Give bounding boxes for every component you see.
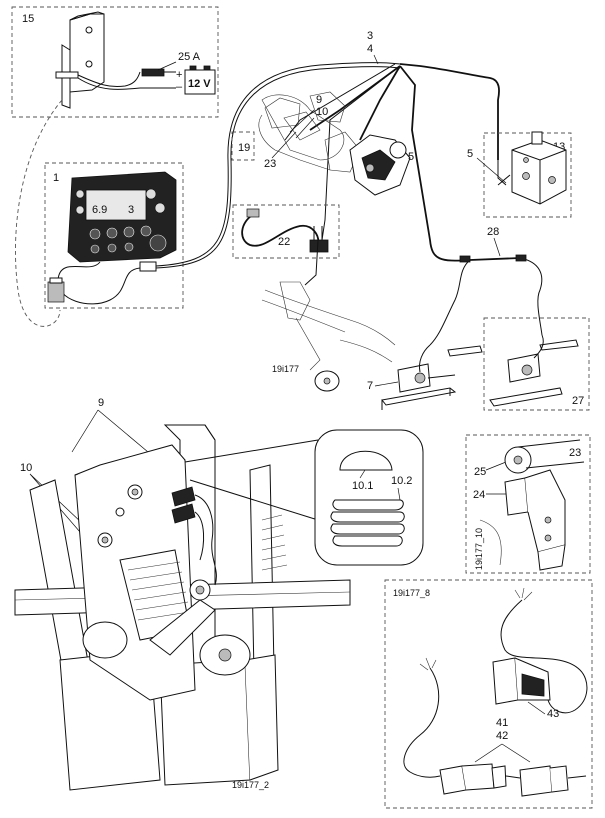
callout-4: 4 [367, 43, 373, 55]
menu-button-mid [154, 202, 166, 214]
fuse-label: 25 A [178, 51, 201, 63]
ref-19i177-2: 19i177_2 [232, 780, 269, 790]
callout-23-right: 23 [569, 447, 581, 459]
coulter-assembly [261, 239, 396, 392]
display-right-value: 3 [128, 204, 134, 216]
connector-plug [139, 261, 157, 272]
mounting-bracket [55, 11, 105, 109]
display-left-value: 6.9 [92, 204, 107, 216]
callout-3: 3 [367, 30, 373, 42]
main-harness [155, 62, 543, 346]
key-1 [89, 228, 101, 240]
cable-to-sensor-7 [429, 259, 471, 346]
callout-10-2: 10.2 [391, 475, 412, 487]
sensor-box-22: 22 [232, 204, 340, 259]
key-4 [140, 225, 152, 237]
cable-to-sensor-22 [321, 65, 401, 241]
inset-frame-15 [11, 6, 219, 118]
callout-5-left: 5 [408, 151, 414, 163]
callout-41: 41 [496, 717, 508, 729]
cable-to-valve [399, 63, 500, 160]
marker-sensor-7: 7 [367, 344, 483, 410]
ref-19i177: 19i177 [272, 364, 299, 374]
hydraulic-valve-5-left [349, 134, 411, 196]
callout-9-bottom: 9 [98, 397, 104, 409]
callout-10-1: 10.1 [352, 480, 373, 492]
left-button-bottom [75, 205, 85, 215]
callout-15: 15 [22, 13, 34, 25]
inset-frame-19 [231, 131, 255, 161]
control-unit-cable [57, 261, 141, 305]
connector-box-41-43: 19i177_8 43 41 42 [384, 579, 593, 809]
callout-19: 19 [238, 142, 250, 154]
control-unit: 6.9 3 [67, 171, 177, 263]
ref-19i177-8: 19i177_8 [393, 588, 430, 598]
dial-knob [149, 234, 167, 252]
callout-43: 43 [547, 708, 559, 720]
ref-19i177-10: 19i177_10 [474, 528, 484, 570]
battery-voltage: 12 V [188, 78, 211, 90]
minus-sign: – [176, 81, 183, 93]
cable-branch-28 [399, 65, 521, 262]
callout-10-bottom: 10 [20, 462, 32, 474]
callout-24: 24 [473, 489, 485, 501]
key-3 [123, 226, 135, 238]
callout-25: 25 [474, 466, 486, 478]
callout-23-top: 23 [264, 158, 276, 170]
cable-valve-end [497, 160, 507, 186]
cable-to-junction [155, 62, 401, 267]
battery-cable-negative [77, 77, 141, 90]
inset-frame-1 [44, 162, 184, 309]
key-2 [106, 227, 118, 239]
battery-connection-box: 15 25 A + – 12 V [11, 6, 219, 118]
dashed-power-loop [15, 99, 63, 327]
lower-hitch-structure [14, 424, 351, 791]
callout-1: 1 [53, 172, 59, 184]
callout-9-top: 9 [316, 94, 322, 106]
callout-10-top: 10 [316, 106, 328, 118]
fuse-holder [141, 68, 176, 77]
detail-bellows: 10.1 10.2 [184, 429, 424, 566]
inset-frame-25 [465, 434, 591, 574]
cable-to-sensor-27 [519, 257, 543, 336]
left-button-top [75, 189, 85, 199]
valve-box-13: 13 5 [467, 131, 572, 218]
control-unit-box: 1 6.9 3 [44, 162, 184, 309]
callout-42: 42 [496, 730, 508, 742]
plus-sign: + [176, 69, 182, 81]
callout-7: 7 [367, 380, 373, 392]
sensor-box-24-25: 25 23 24 19i177_10 [465, 434, 591, 574]
callout-28: 28 [487, 226, 499, 238]
menu-button-top [145, 188, 157, 200]
cable-to-valve-5 [359, 65, 401, 141]
inset-frame-41 [384, 579, 593, 809]
marker-sensor-box-27: 27 [483, 317, 590, 411]
inset-frame-27 [483, 317, 590, 411]
cable-to-sensor-9 [309, 65, 401, 131]
inset-frame-22 [232, 204, 340, 259]
callout-22: 22 [278, 236, 290, 248]
battery-icon: 12 V [184, 65, 216, 95]
power-plug [47, 277, 65, 303]
callout-5-right: 5 [467, 148, 473, 160]
lcd-screen [85, 189, 147, 221]
callout-27: 27 [572, 395, 584, 407]
battery-cable-positive [77, 71, 141, 88]
inset-frame-13 [483, 132, 572, 218]
